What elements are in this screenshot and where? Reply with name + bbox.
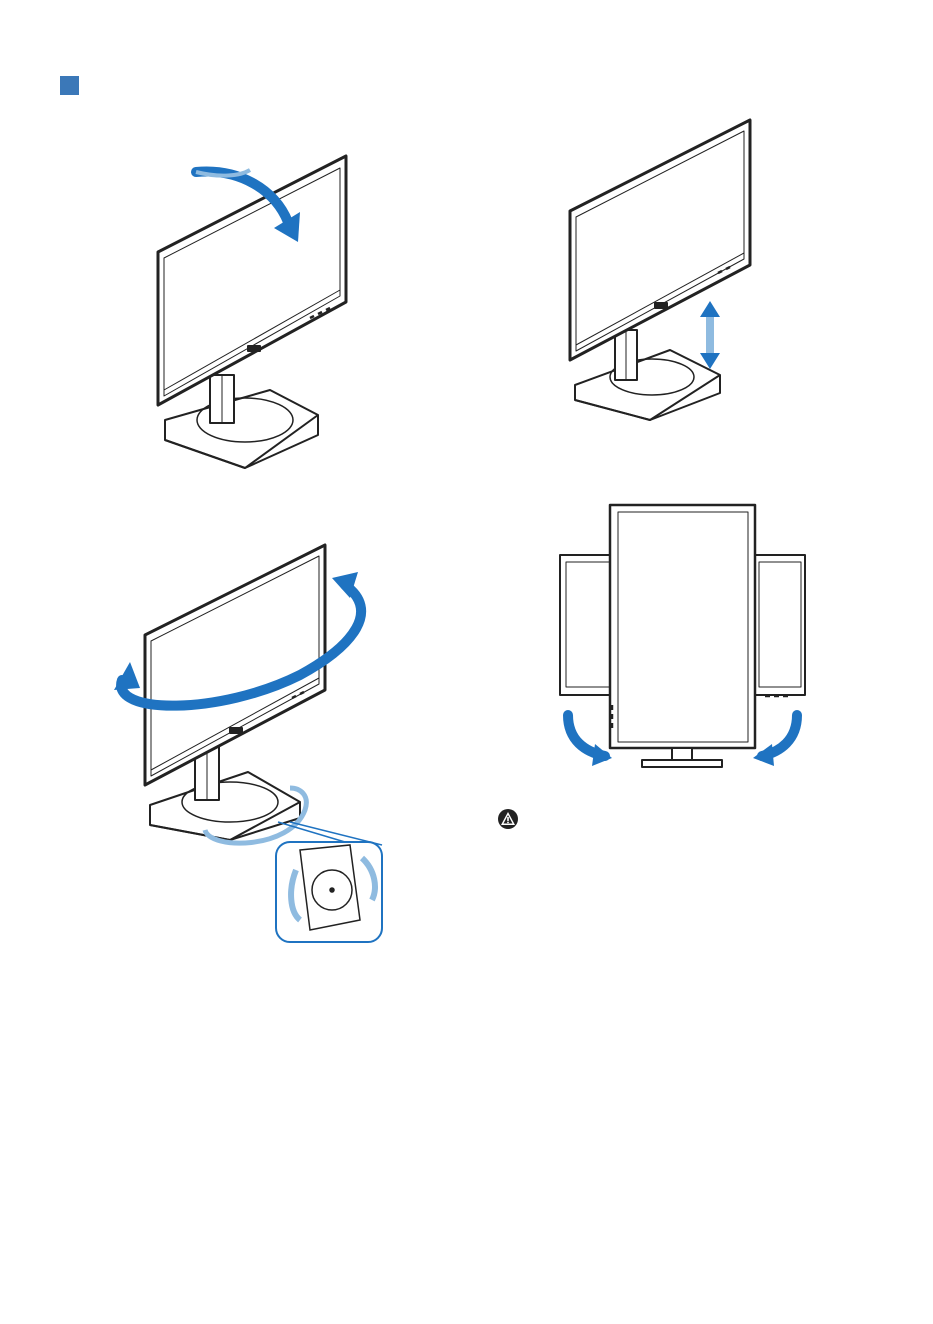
height-adjustment-illustration — [560, 115, 730, 425]
tilt-illustration — [150, 150, 360, 470]
pivot-illustration — [550, 500, 815, 775]
warning-triangle-icon — [497, 808, 519, 830]
swivel-illustration — [100, 540, 390, 945]
section-marker-square-icon — [60, 76, 79, 95]
